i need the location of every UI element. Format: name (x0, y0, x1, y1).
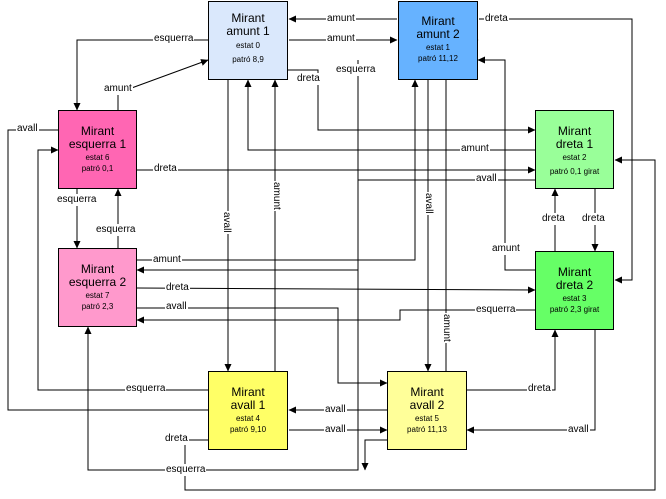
node-mirant-dreta-1: Mirant dreta 1 estat 2 patró 0,1 girat (535, 110, 614, 189)
node-pattern: patró 0,1 girat (549, 167, 600, 176)
node-pattern: patró 8,9 (232, 55, 264, 64)
node-title: esquerra 1 (68, 137, 127, 151)
node-state: estat 7 (85, 291, 110, 300)
node-title: Mirant (557, 265, 592, 279)
transition-arrow (84, 179, 535, 471)
edge-label: dreta (527, 383, 552, 395)
node-title: dreta 1 (555, 137, 594, 151)
edge-label: esquerra (165, 464, 207, 476)
node-state: estat 5 (414, 414, 439, 423)
edge-label: amunt (491, 243, 521, 255)
edge-label: avall (475, 173, 498, 185)
edge-label: amunt (326, 33, 356, 45)
node-title: Mirant (231, 11, 265, 25)
transition-arrow (361, 439, 387, 471)
node-state: estat 3 (562, 294, 587, 303)
edge-label: dreta (296, 73, 321, 85)
transition-arrow (184, 156, 656, 491)
node-mirant-avall-2: Mirant avall 2 estat 5 patró 11,13 (387, 371, 467, 450)
transition-arrow (466, 330, 596, 434)
edge-label: esquerra (125, 383, 167, 395)
edge-label: avall (165, 301, 188, 313)
edge-label: amunt (103, 83, 133, 95)
node-state: estat 6 (85, 153, 110, 162)
node-mirant-avall-1: Mirant avall 1 estat 4 patró 9,10 (208, 371, 288, 450)
transition-arrow (477, 56, 535, 271)
node-pattern: patró 2,3 (81, 302, 114, 311)
node-pattern: patró 9,10 (229, 425, 267, 434)
edge-label: esquerra (335, 64, 377, 76)
node-title: Mirant (80, 262, 115, 276)
transition-arrow (136, 286, 536, 294)
edge-label: avall (220, 211, 232, 234)
transition-arrow (137, 79, 419, 261)
edge-label: avall (324, 404, 347, 416)
node-title: amunt 1 (226, 24, 270, 38)
edge-label: dreta (164, 433, 189, 445)
node-title: Mirant (421, 14, 455, 28)
edge-label: esquerra (475, 304, 517, 316)
edge-label: dreta (153, 163, 178, 175)
transition-arrow (288, 69, 536, 134)
node-title: avall 1 (230, 398, 266, 412)
edge-label: amunt (326, 13, 356, 25)
node-state: estat 2 (562, 153, 587, 162)
edge-label: esquerra (56, 194, 98, 206)
transition-arrow (137, 307, 388, 387)
node-mirant-amunt-1: Mirant amunt 1 estat 0 patró 8,9 (208, 1, 288, 80)
edge-label: avall (16, 123, 39, 135)
edge-label: avall (324, 424, 347, 436)
edge-label: esquerra (153, 33, 195, 45)
transition-arrow (73, 39, 208, 111)
edge-label: avall (422, 192, 434, 215)
edge-label: dreta (541, 213, 566, 225)
transition-arrow (136, 309, 535, 324)
node-pattern: patró 0,1 (81, 164, 114, 173)
transition-arrow (37, 146, 208, 391)
node-title: Mirant (410, 385, 444, 399)
node-mirant-esquerra-1: Mirant esquerra 1 estat 6 patró 0,1 (58, 110, 137, 189)
node-title: Mirant (557, 124, 592, 138)
edge-label: dreta (484, 13, 509, 25)
node-state: estat 0 (235, 41, 260, 50)
edge-label: dreta (165, 282, 190, 294)
node-mirant-dreta-2: Mirant dreta 2 estat 3 patró 2,3 girat (535, 251, 614, 330)
edge-label: amunt (460, 143, 490, 155)
transition-arrow (467, 329, 559, 391)
node-title: Mirant (231, 385, 265, 399)
edge-label: amunt (152, 254, 182, 266)
node-mirant-esquerra-2: Mirant esquerra 2 estat 7 patró 2,3 (58, 248, 137, 327)
node-title: Mirant (80, 124, 115, 138)
edge-label: esquerra (95, 224, 137, 236)
transition-arrow (479, 18, 633, 284)
edge-label: avall (567, 424, 590, 436)
transition-arrow (244, 79, 535, 151)
edge-label: amunt (440, 313, 452, 343)
node-title: esquerra 2 (68, 275, 127, 289)
node-pattern: patró 11,12 (418, 54, 458, 63)
node-title: dreta 2 (555, 278, 594, 292)
node-mirant-amunt-2: Mirant amunt 2 estat 1 patró 11,12 (398, 1, 478, 80)
node-title: amunt 2 (416, 27, 460, 41)
node-title: avall 2 (409, 398, 445, 412)
edge-label: amunt (270, 181, 282, 211)
node-pattern: patró 11,13 (407, 425, 447, 434)
edge-label: dreta (581, 213, 606, 225)
node-state: estat 1 (425, 43, 450, 52)
node-state: estat 4 (235, 414, 260, 423)
node-pattern: patró 2,3 girat (549, 305, 600, 314)
